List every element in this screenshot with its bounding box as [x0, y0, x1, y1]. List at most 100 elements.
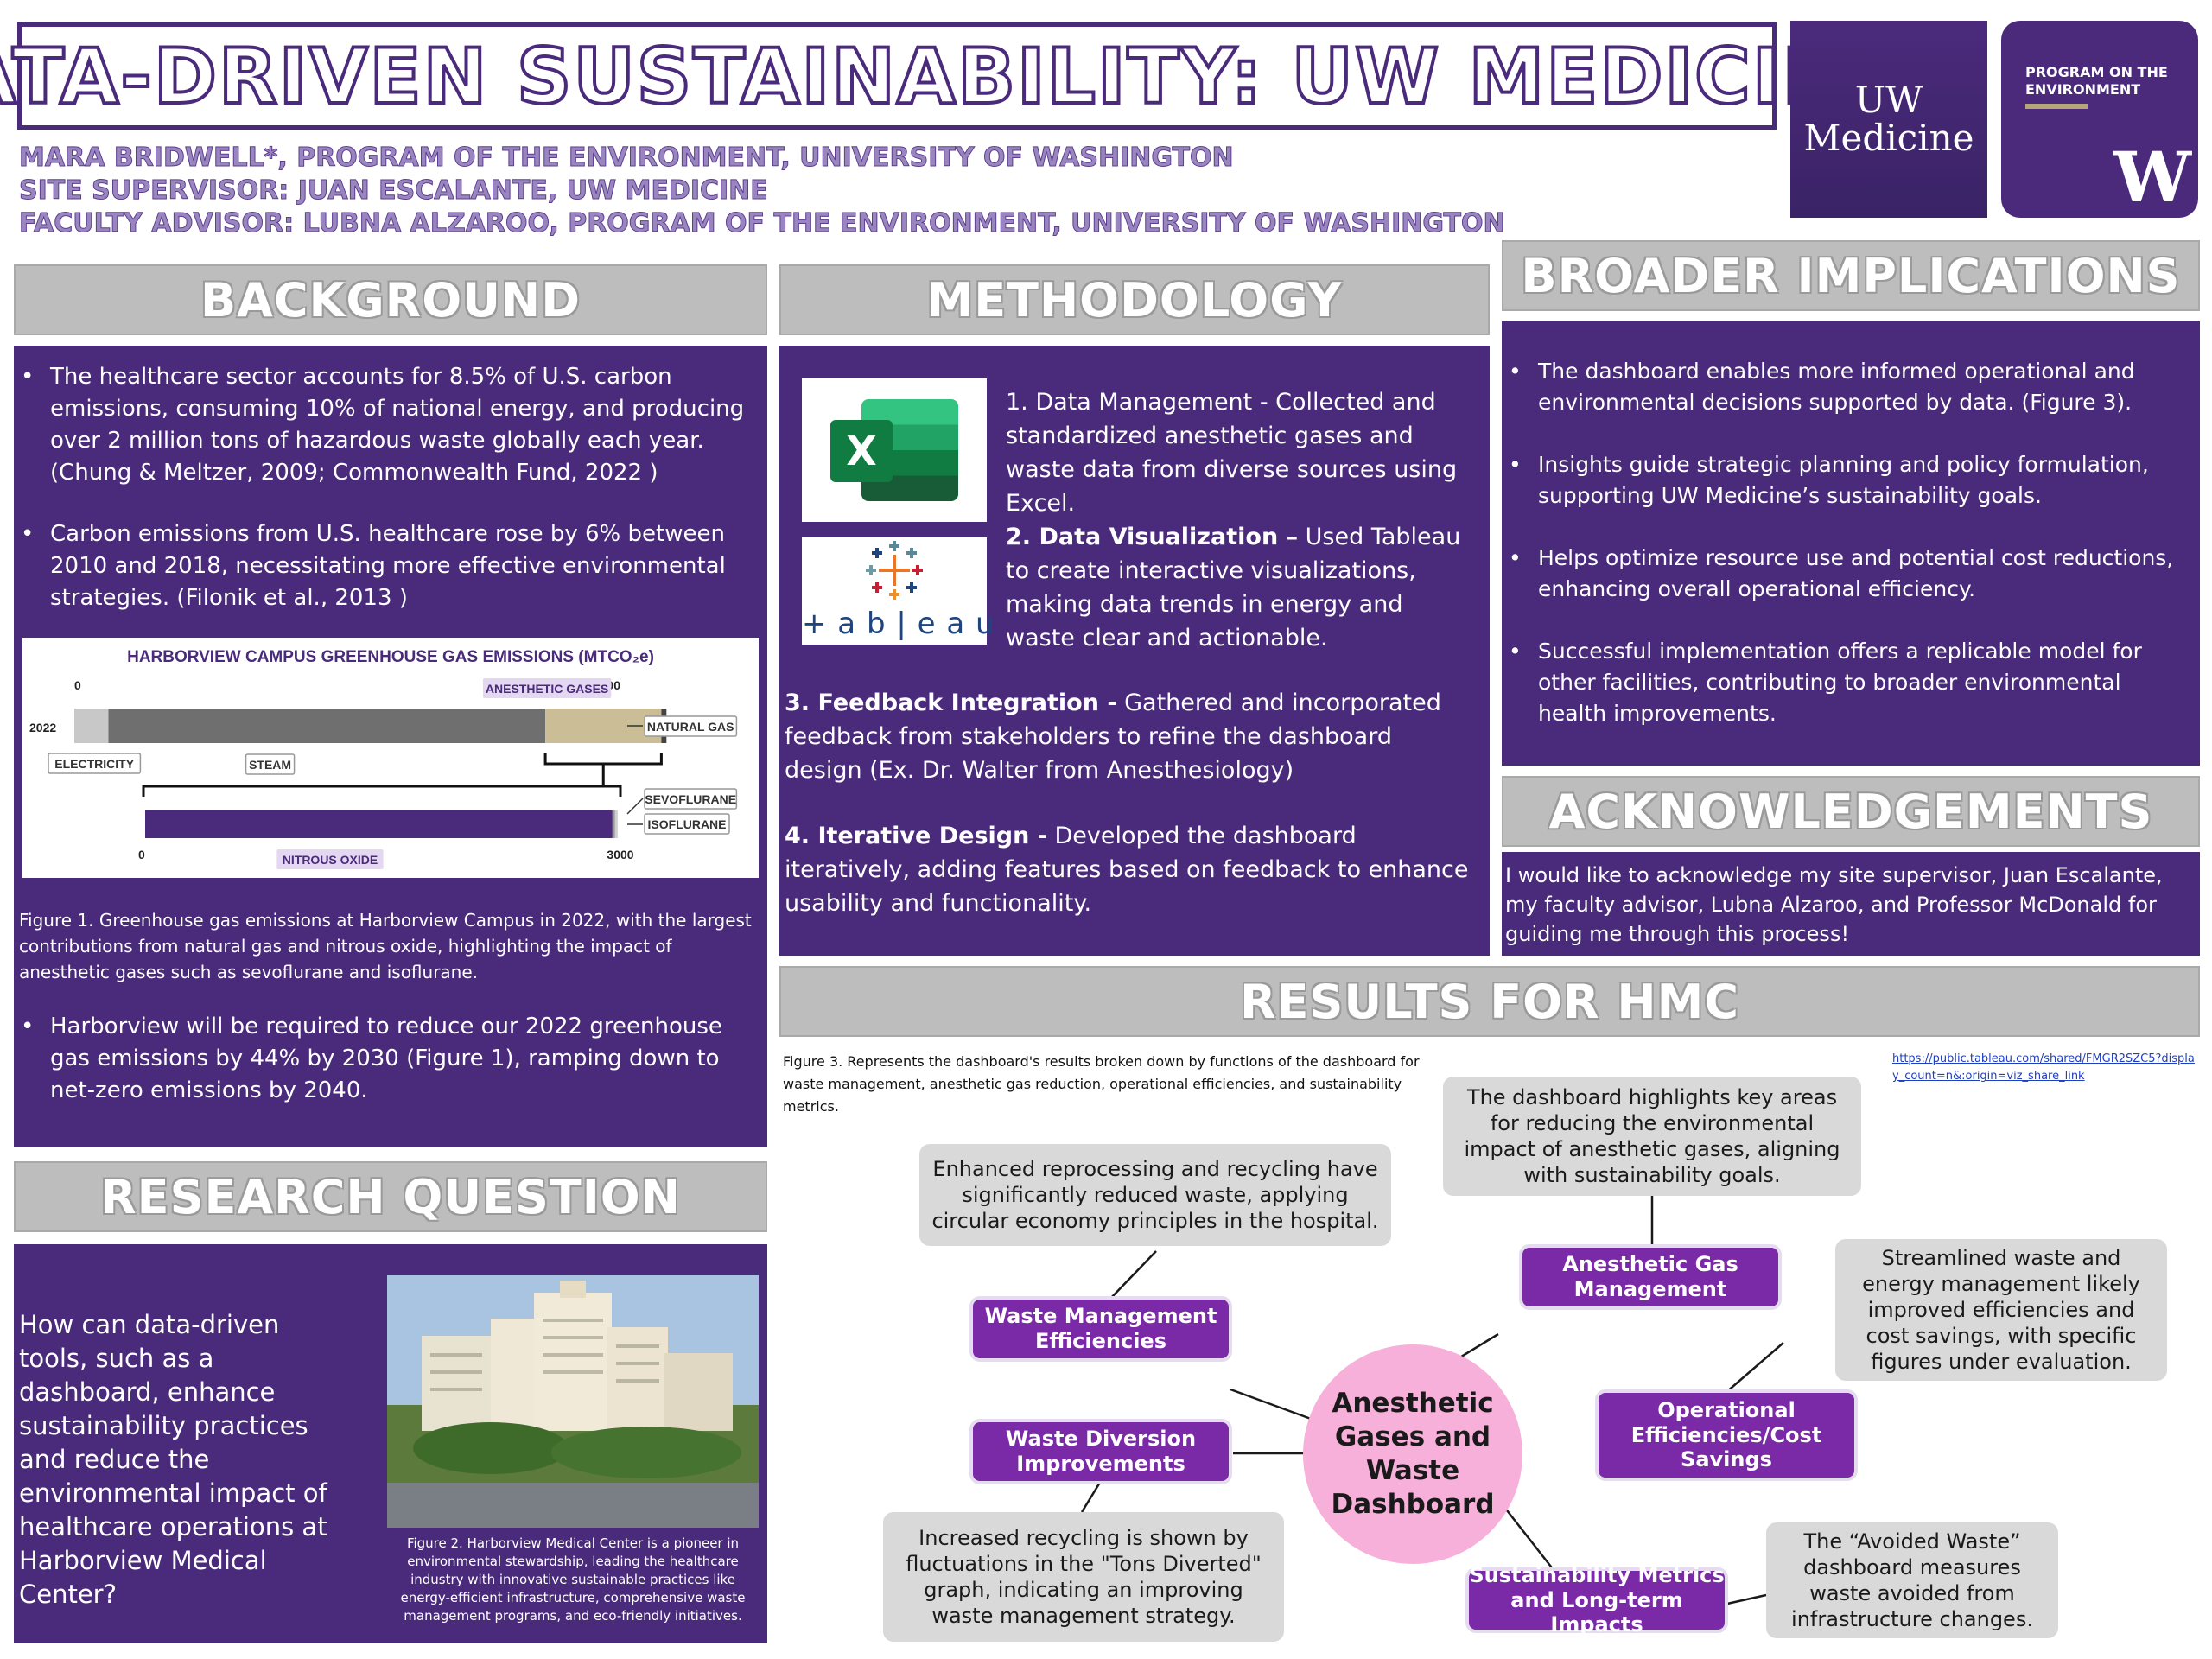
brace-bottom [142, 785, 622, 797]
background-bullets-top: The healthcare sector accounts for 8.5% … [19, 361, 750, 614]
bar-segment-nitrous-oxide [145, 810, 613, 838]
method-step-1: 1. Data Management - Collected and stand… [1006, 389, 1458, 517]
connector-diversion-note [1080, 1480, 1103, 1513]
label-steam: STEAM [249, 758, 291, 772]
bar-segment-electricity [74, 709, 109, 743]
note-operational: Streamlined waste and energy management … [1835, 1239, 2167, 1381]
broader-bullet-1: The dashboard enables more informed oper… [1507, 356, 2186, 418]
tableau-wordmark: + a b | e a u [802, 607, 995, 641]
label-anesthetic-gases: ANESTHETIC GASES [486, 682, 608, 696]
method-step-4: 4. Iterative Design - Developed the dash… [785, 819, 1476, 920]
broader-heading: BROADER IMPLICATIONS [1502, 240, 2200, 311]
node-waste-management: Waste Management Efficiencies [973, 1300, 1229, 1358]
acknowledgements-text: I would like to acknowledge my site supe… [1505, 863, 2163, 946]
label-electricity-box [48, 753, 142, 774]
background-bullets-bottom: Harborview will be required to reduce ou… [19, 1011, 750, 1107]
connector-operational-note [1725, 1342, 1784, 1394]
bar-segment-sevoflurane [612, 810, 615, 838]
node-anesthetic-gas: Anesthetic Gas Management [1522, 1248, 1778, 1306]
bar-segment-isoflurane [614, 810, 618, 838]
background-bullet-2: Carbon emissions from U.S. healthcare ro… [19, 518, 750, 614]
author-info: MARA BRIDWELL*, PROGRAM OF THE ENVIRONME… [19, 142, 1747, 240]
node-sustainability-metrics: Sustainability Metrics and Long-term Imp… [1469, 1562, 1725, 1637]
acknowledgements-panel: I would like to acknowledge my site supe… [1502, 852, 2200, 956]
mindmap-center: Anesthetic Gases and Waste Dashboard [1303, 1344, 1522, 1564]
method-step-2-title: 2. Data Visualization – [1006, 524, 1299, 550]
harborview-photo [387, 1275, 759, 1528]
connector-wastemgmt-note [1109, 1250, 1157, 1300]
logo-gold-bar [2025, 104, 2088, 109]
label-isoflurane: ISOFLURANE [648, 817, 727, 831]
connector-metrics-note [1726, 1593, 1767, 1605]
method-step-4-title: 4. Iterative Design - [785, 823, 1047, 849]
program-environment-logo: PROGRAM ON THE ENVIRONMENT W [2001, 21, 2198, 218]
bar-segment-steam [108, 709, 546, 743]
method-step-2: 2. Data Visualization – Used Tableau to … [1006, 520, 1478, 655]
broader-panel: The dashboard enables more informed oper… [1502, 321, 2200, 766]
figure3-caption: Figure 3. Represents the dashboard's res… [783, 1053, 1420, 1115]
acknowledgements-heading: ACKNOWLEDGEMENTS [1502, 776, 2200, 847]
tableau-logo: + a b | e a u [802, 537, 995, 645]
method-step-2-text: Used Tableau to create interactive visua… [1006, 524, 1461, 652]
chart-title: HARBORVIEW CAMPUS GREENHOUSE GAS EMISSIO… [127, 648, 654, 666]
note-anesthetic: The dashboard highlights key areas for r… [1443, 1077, 1861, 1196]
note-recycling: Increased recycling is shown by fluctuat… [883, 1512, 1284, 1642]
broader-bullet-3: Helps optimize resource use and potentia… [1507, 543, 2186, 605]
emissions-chart: HARBORVIEW CAMPUS GREENHOUSE GAS EMISSIO… [22, 638, 759, 878]
research-panel: How can data-driven tools, such as a das… [14, 1244, 767, 1643]
excel-letter: X [846, 428, 877, 474]
background-bullet-3: Harborview will be required to reduce ou… [19, 1011, 750, 1107]
supervisor-line: SITE SUPERVISOR: JUAN ESCALANTE, UW MEDI… [19, 175, 769, 207]
bottom-axis-max-label: 3000 [607, 848, 633, 861]
label-natural-gas: NATURAL GAS [647, 720, 734, 734]
methodology-panel: X + a b | e a u 1. Data Management - Col… [779, 346, 1490, 956]
method-step-4-text: Developed the dashboard iteratively, add… [785, 823, 1469, 917]
broader-bullets: The dashboard enables more informed oper… [1507, 356, 2186, 729]
method-step-3-title: 3. Feedback Integration - [785, 690, 1117, 716]
label-nitrous-oxide-box [276, 849, 384, 869]
bottom-axis-min-label: 0 [138, 848, 145, 861]
connector-center-metrics [1506, 1510, 1558, 1575]
label-nitrous-oxide: NITROUS OXIDE [283, 853, 378, 867]
results-heading: RESULTS FOR HMC [779, 966, 2200, 1037]
tableau-link[interactable]: https://public.tableau.com/shared/FMGR2S… [1892, 1052, 2195, 1083]
logo-w-mark: W [2113, 137, 2191, 218]
broader-bullet-4: Successful implementation offers a repli… [1507, 636, 2186, 729]
tableau-cross-icon [866, 541, 923, 600]
poster-title: DATA-DRIVEN SUSTAINABILITY: UW MEDICINE [0, 30, 1902, 123]
title-box: DATA-DRIVEN SUSTAINABILITY: UW MEDICINE [0, 22, 1901, 130]
brace-top [543, 753, 663, 766]
background-panel: The healthcare sector accounts for 8.5% … [14, 346, 767, 1147]
research-question-text: How can data-driven tools, such as a das… [19, 1310, 327, 1609]
label-anesthetic-gases-box [482, 678, 612, 698]
label-sevoflurane-box [644, 788, 738, 810]
top-axis-min-label: 0 [74, 678, 81, 692]
label-natural-gas-box [644, 715, 738, 737]
year-label: 2022 [29, 721, 56, 734]
methodology-heading: METHODOLOGY [779, 264, 1490, 335]
method-step-3-text: Gathered and incorporated feedback from … [785, 690, 1441, 784]
emissions-chart-svg: HARBORVIEW CAMPUS GREENHOUSE GAS EMISSIO… [29, 648, 738, 869]
label-steam-box [245, 753, 296, 775]
excel-icon: X [830, 399, 958, 501]
method-step-3: 3. Feedback Integration - Gathered and i… [785, 686, 1476, 787]
broader-bullet-2: Insights guide strategic planning and po… [1507, 449, 2186, 512]
note-avoided-waste: The “Avoided Waste” dashboard measures w… [1766, 1522, 2058, 1638]
node-waste-diversion: Waste Diversion Improvements [973, 1422, 1229, 1481]
logo-medicine-text: Medicine [1803, 117, 1974, 159]
sevoflurane-leader [626, 798, 644, 815]
harborview-photo-svg [387, 1275, 759, 1528]
background-bullet-1: The healthcare sector accounts for 8.5% … [19, 361, 750, 489]
node-operational: Operational Efficiencies/Cost Savings [1599, 1393, 1854, 1478]
background-heading: BACKGROUND [14, 264, 767, 335]
uw-medicine-logo: UW Medicine [1790, 21, 1987, 218]
research-heading: RESEARCH QUESTION [14, 1161, 767, 1232]
advisor-line: FACULTY ADVISOR: LUBNA ALZAROO, PROGRAM … [19, 208, 1506, 239]
label-sevoflurane: SEVOFLURANE [645, 792, 736, 806]
label-isoflurane-box [644, 813, 730, 835]
logo-poe-line2: ENVIRONMENT [2025, 81, 2141, 98]
logo-poe-line1: PROGRAM ON THE [2025, 64, 2168, 80]
logo-uw-text: UW [1854, 79, 1923, 121]
figure1-caption: Figure 1. Greenhouse gas emissions at Ha… [19, 910, 752, 982]
label-electricity: ELECTRICITY [54, 757, 134, 771]
